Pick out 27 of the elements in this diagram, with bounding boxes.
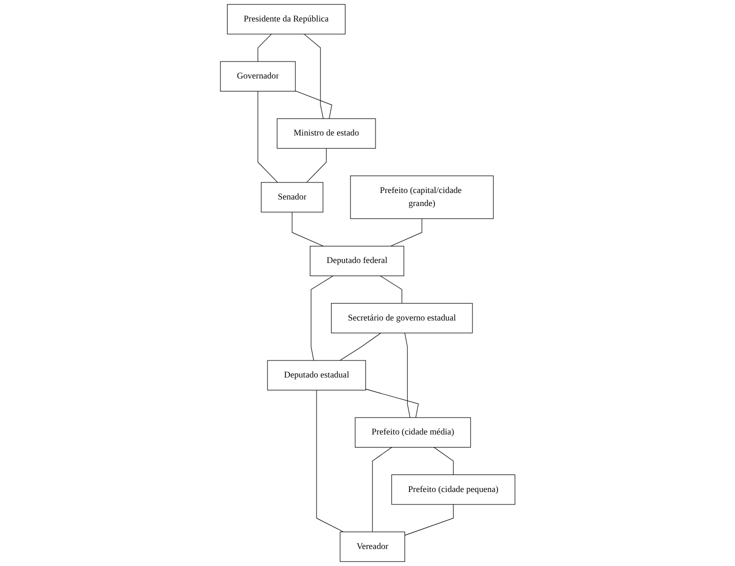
connector xyxy=(294,90,332,119)
connector xyxy=(380,276,402,304)
connector xyxy=(339,332,381,361)
connector xyxy=(433,447,454,476)
connector xyxy=(365,388,418,418)
node-box: Governador xyxy=(220,61,296,92)
node-box: Deputado estadual xyxy=(267,360,366,390)
node-box: Prefeito (cidade pequena) xyxy=(391,474,516,505)
connector xyxy=(316,390,344,532)
connector xyxy=(390,218,422,246)
node-box: Secretário de governo estadual xyxy=(330,303,473,334)
connector xyxy=(404,332,410,418)
node-box: Deputado federal xyxy=(310,246,404,276)
connector xyxy=(404,504,454,536)
node-box: Presidente da República xyxy=(226,4,346,34)
node-box: Senador xyxy=(260,182,324,212)
node-box: Prefeito (capital/cidade grande) xyxy=(350,176,494,219)
connector xyxy=(292,212,324,246)
node-box: Prefeito (cidade média) xyxy=(354,417,471,448)
node-box: Vereador xyxy=(340,532,405,562)
connector xyxy=(257,34,272,62)
connector xyxy=(372,447,392,532)
connector xyxy=(310,276,334,361)
connector xyxy=(257,90,278,183)
connector xyxy=(306,148,326,183)
node-box: Ministro de estado xyxy=(276,118,376,149)
connector xyxy=(304,34,324,119)
